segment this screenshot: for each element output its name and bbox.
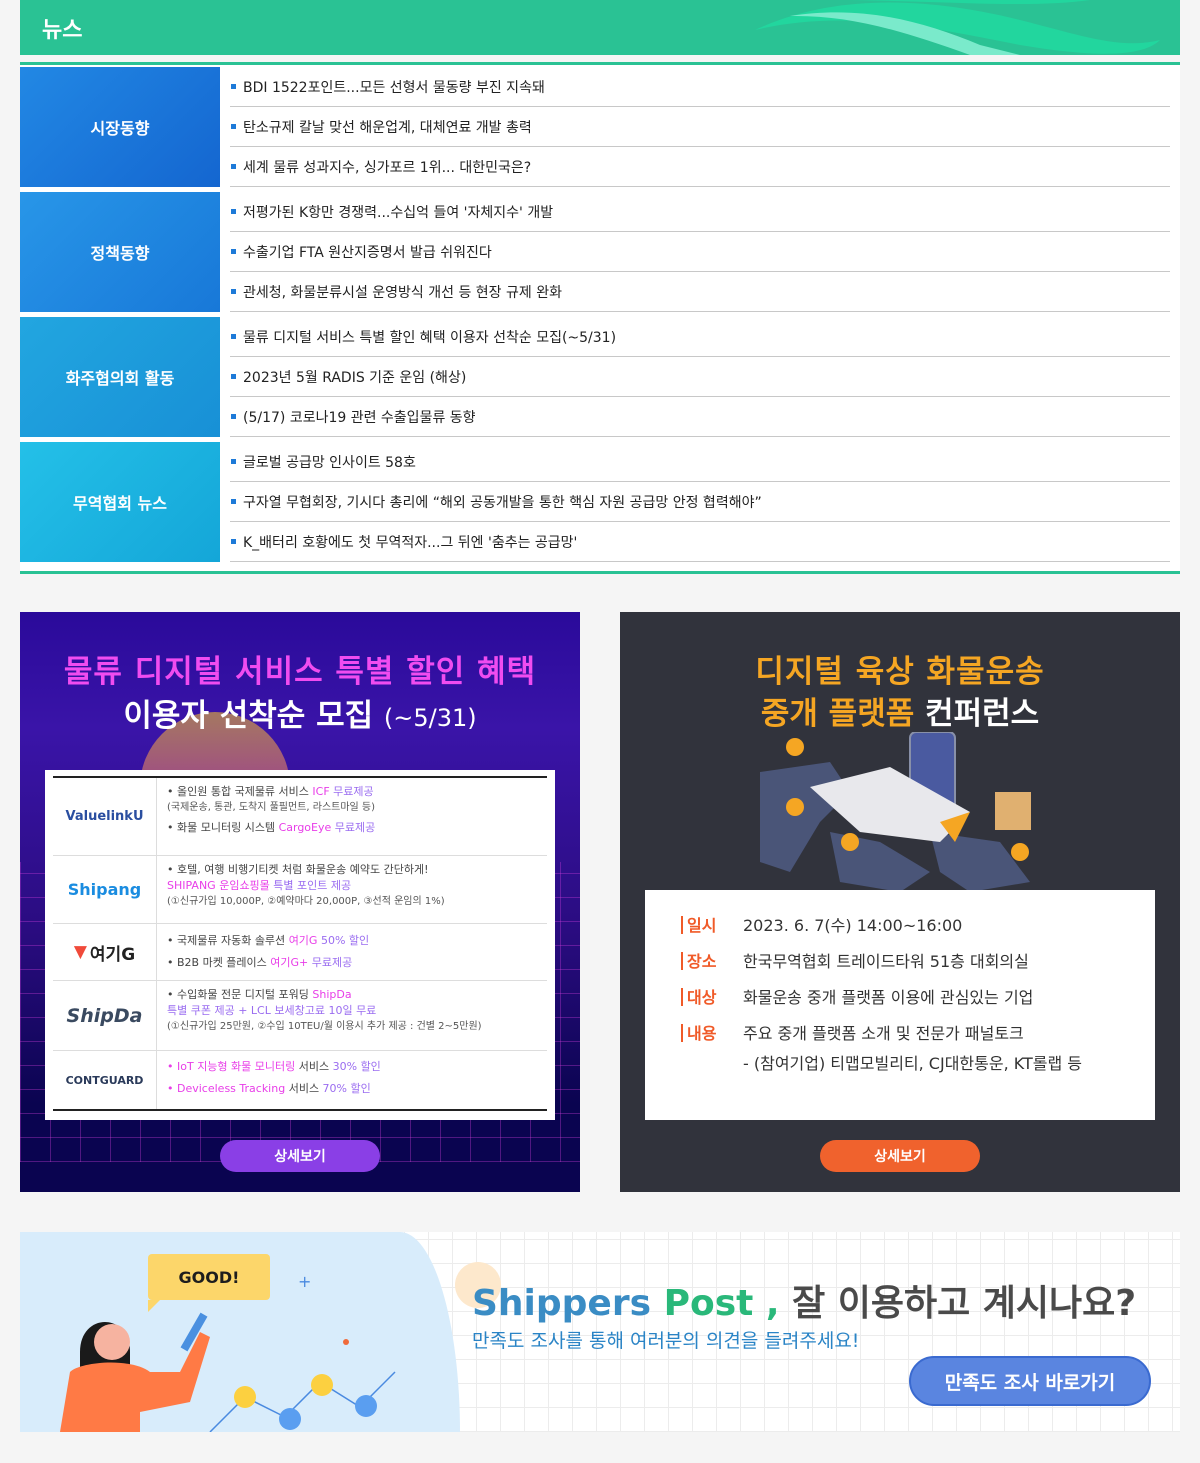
promo-title-line2: 이용자 선착순 모집 (~5/31) — [123, 698, 477, 734]
bullet-icon — [231, 164, 236, 169]
bullet-icon — [231, 289, 236, 294]
details-button-right[interactable]: 상세보기 — [820, 1140, 980, 1172]
bullet-icon — [231, 209, 236, 214]
person-chart-illustration-icon: + — [60, 1272, 396, 1432]
news-item[interactable]: 물류 디지털 서비스 특별 할인 혜택 이용자 선착순 모집(~5/31) — [230, 317, 1170, 357]
news-item[interactable]: 저평가된 K항만 경쟁력...수십억 들여 '자체지수' 개발 — [230, 192, 1170, 232]
news-item[interactable]: (5/17) 코로나19 관련 수출입물류 동향 — [230, 397, 1170, 437]
news-category-kita: 무역협회 뉴스 글로벌 공급망 인사이트 58호 구자열 무협회장, 기시다 총… — [20, 442, 1180, 562]
survey-title: Shippers Post , 잘 이용하고 계시나요? — [472, 1283, 1137, 1324]
news-item[interactable]: 구자열 무협회장, 기시다 총리에 “해외 공동개발을 통한 핵심 자원 공급망… — [230, 482, 1170, 522]
news-category-shippers-council: 화주협의회 활동 물류 디지털 서비스 특별 할인 혜택 이용자 선착순 모집(… — [20, 317, 1180, 437]
event-date-row: 일시 2023. 6. 7(수) 14:00~16:00 — [681, 916, 1119, 936]
conference-title-line2: 중개 플랫폼 컨퍼런스 — [760, 696, 1040, 732]
category-label[interactable]: 무역협회 뉴스 — [20, 442, 220, 562]
bullet-icon — [231, 499, 236, 504]
news-item[interactable]: 세계 물류 성과지수, 싱가포르 1위... 대한민국은? — [230, 147, 1170, 187]
news-item[interactable]: 글로벌 공급망 인사이트 58호 — [230, 442, 1170, 482]
decor-circle — [455, 1262, 501, 1308]
bullet-icon — [231, 459, 236, 464]
event-content-row: 내용 주요 중개 플랫폼 소개 및 전문가 패널토크- (참여기업) 티맵모빌리… — [681, 1024, 1119, 1074]
survey-subtitle: 만족도 조사를 통해 여러분의 의견을 들려주세요! — [472, 1330, 860, 1352]
news-item[interactable]: BDI 1522포인트...모든 선형서 물동량 부진 지속돼 — [230, 67, 1170, 107]
wave-decoration-icon — [755, 0, 1160, 55]
contguard-logo: CONTGUARD — [53, 1051, 157, 1109]
news-item[interactable]: 탄소규제 칼날 맞선 해운업계, 대체연료 개발 총력 — [230, 107, 1170, 147]
bullet-icon — [231, 124, 236, 129]
shipang-logo: Shipang — [53, 856, 157, 923]
yeogig-logo: ▼여기G — [53, 924, 157, 980]
news-list: 시장동향 BDI 1522포인트...모든 선형서 물동량 부진 지속돼 탄소규… — [20, 62, 1180, 574]
shipda-logo: ShipDa — [53, 981, 157, 1050]
bullet-icon — [231, 334, 236, 339]
event-info-box: 일시 2023. 6. 7(수) 14:00~16:00 장소 한국무역협회 트… — [645, 890, 1155, 1120]
service-row-valuelinku: ValuelinkU • 올인원 통합 국제물류 서비스 ICF 무료제공 (국… — [53, 778, 547, 856]
location-pin-icon: ▼ — [73, 942, 87, 962]
event-target-row: 대상 화물운송 중개 플랫폼 이용에 관심있는 기업 — [681, 988, 1119, 1008]
news-item[interactable]: 2023년 5월 RADIS 기준 운임 (해상) — [230, 357, 1170, 397]
details-button-left[interactable]: 상세보기 — [220, 1140, 380, 1172]
valuelinku-logo: ValuelinkU — [53, 778, 157, 855]
promo-digital-logistics-discount[interactable]: 물류 디지털 서비스 특별 할인 혜택 이용자 선착순 모집 (~5/31) V… — [20, 612, 580, 1192]
news-title: 뉴스 — [42, 18, 83, 43]
bullet-icon — [231, 84, 236, 89]
conference-title-line1: 디지털 육상 화물운송 — [755, 654, 1045, 690]
service-row-contguard: CONTGUARD • IoT 지능형 화물 모니터링 서비스 30% 할인 •… — [53, 1051, 547, 1109]
bullet-icon — [231, 414, 236, 419]
service-row-shipang: Shipang • 호텔, 여행 비행기티켓 처럼 화물운송 예약도 간단하게!… — [53, 856, 547, 924]
news-item[interactable]: 관세청, 화물분류시설 운영방식 개선 등 현장 규제 완화 — [230, 272, 1170, 312]
category-label[interactable]: 화주협의회 활동 — [20, 317, 220, 437]
service-row-yeogig: ▼여기G • 국제물류 자동화 솔루션 여기G 50% 할인 • B2B 마켓 … — [53, 924, 547, 981]
service-table: ValuelinkU • 올인원 통합 국제물류 서비스 ICF 무료제공 (국… — [45, 770, 555, 1120]
promo-freight-platform-conference[interactable]: 디지털 육상 화물운송 중개 플랫폼 컨퍼런스 일시 2023. 6. 7(수)… — [620, 612, 1180, 1192]
news-category-market: 시장동향 BDI 1522포인트...모든 선형서 물동량 부진 지속돼 탄소규… — [20, 67, 1180, 187]
category-label[interactable]: 정책동향 — [20, 192, 220, 312]
category-label[interactable]: 시장동향 — [20, 67, 220, 187]
bullet-icon — [231, 249, 236, 254]
bullet-icon — [231, 539, 236, 544]
promo-title-line1: 물류 디지털 서비스 특별 할인 혜택 — [63, 654, 537, 690]
news-item[interactable]: 수출기업 FTA 원산지증명서 발급 쉬워진다 — [230, 232, 1170, 272]
news-item[interactable]: K_배터리 호황에도 첫 무역적자...그 뒤엔 '춤추는 공급망' — [230, 522, 1170, 562]
svg-text:+: + — [298, 1272, 311, 1291]
news-header: 뉴스 — [20, 0, 1180, 55]
ship-map-illustration-icon — [760, 732, 1031, 892]
event-venue-row: 장소 한국무역협회 트레이드타워 51층 대회의실 — [681, 952, 1119, 972]
survey-go-button[interactable]: 만족도 조사 바로가기 — [909, 1356, 1151, 1406]
service-row-shipda: ShipDa • 수입화물 전문 디지털 포워딩 ShipDa 특별 쿠폰 제공… — [53, 981, 547, 1051]
bullet-icon — [231, 374, 236, 379]
good-speech-bubble: GOOD! — [148, 1254, 270, 1312]
survey-banner[interactable]: + GOOD! Shippers Post , 잘 이용하고 계시나요? 만족도… — [20, 1232, 1180, 1432]
news-category-policy: 정책동향 저평가된 K항만 경쟁력...수십억 들여 '자체지수' 개발 수출기… — [20, 192, 1180, 312]
